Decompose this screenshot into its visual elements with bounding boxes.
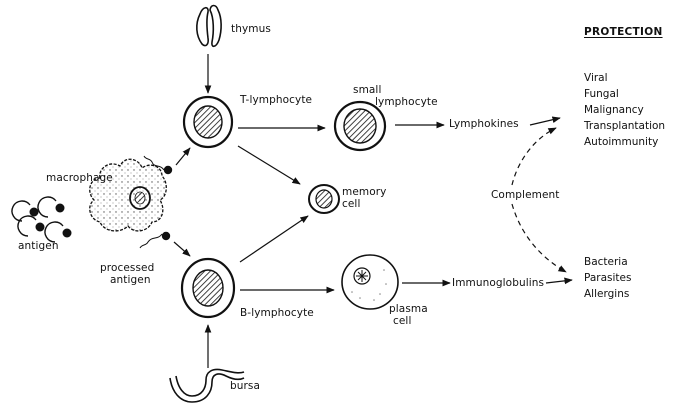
memory-cell-label-1: memory <box>342 186 386 198</box>
humoral-protection-list: Bacteria Parasites Allergins <box>584 254 631 302</box>
antigen-blobs <box>30 204 72 238</box>
arrow-macrophage-to-t <box>176 148 190 165</box>
antigen-particles <box>12 197 63 242</box>
arrow-lymphokines-to-protection <box>530 118 560 125</box>
b-lymphocyte-cell <box>182 259 234 317</box>
macrophage-cell <box>90 159 167 231</box>
arrow-complement-down <box>512 204 566 272</box>
b-lymphocyte-label: B-lymphocyte <box>240 307 314 319</box>
small-lymphocyte-label-2: lymphocyte <box>375 96 438 108</box>
arrow-complement-up <box>512 128 556 185</box>
protection-item-transplantation: Transplantation <box>584 118 665 134</box>
small-lymphocyte-label-1: small <box>353 84 381 96</box>
t-lymphocyte-cell <box>184 97 232 147</box>
protection-item-parasites: Parasites <box>584 270 631 286</box>
plasma-cell <box>342 255 398 309</box>
protection-heading: PROTECTION <box>584 26 663 38</box>
lymphokines-label: Lymphokines <box>449 118 519 130</box>
antigen-label: antigen <box>18 240 59 252</box>
thymus-organ <box>197 6 221 47</box>
protection-item-bacteria: Bacteria <box>584 254 631 270</box>
memory-cell-label-2: cell <box>342 198 360 210</box>
t-lymphocyte-label: T-lymphocyte <box>240 94 312 106</box>
memory-cell <box>309 185 339 213</box>
thymus-label: thymus <box>231 23 271 35</box>
processed-antigen-label-1: processed <box>100 262 154 274</box>
cellular-protection-list: Viral Fungal Malignancy Transplantation … <box>584 70 665 150</box>
immunoglobulins-label: Immunoglobulins <box>452 277 544 289</box>
bursa-label: bursa <box>230 380 260 392</box>
protection-item-malignancy: Malignancy <box>584 102 665 118</box>
complement-label: Complement <box>491 189 560 201</box>
protection-item-autoimmunity: Autoimmunity <box>584 134 665 150</box>
protection-item-fungal: Fungal <box>584 86 665 102</box>
protection-item-viral: Viral <box>584 70 665 86</box>
arrow-immunoglobulins-to-protection <box>546 280 572 283</box>
small-lymphocyte-cell <box>335 102 385 150</box>
arrow-t-to-memory <box>238 146 300 184</box>
macrophage-label: macrophage <box>46 172 113 184</box>
protection-item-allergins: Allergins <box>584 286 631 302</box>
flow-arrows <box>174 54 572 368</box>
arrow-b-to-memory <box>240 216 308 262</box>
plasma-cell-label-1: plasma <box>389 303 428 315</box>
processed-antigen-label-2: antigen <box>110 274 151 286</box>
arrow-macrophage-to-b <box>174 242 190 256</box>
plasma-cell-label-2: cell <box>393 315 411 327</box>
